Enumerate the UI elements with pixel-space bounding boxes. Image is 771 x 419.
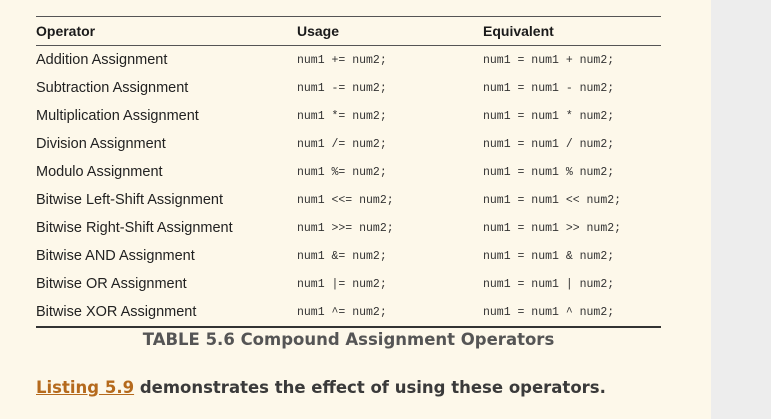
operator-cell: Bitwise AND Assignment: [36, 248, 195, 264]
page-margin-band: [711, 0, 771, 419]
usage-cell: num1 -= num2;: [297, 81, 387, 95]
paragraph-text: demonstrates the effect of using these o…: [134, 378, 606, 397]
compound-assignment-table: Operator Usage Equivalent Addition Assig…: [36, 16, 661, 328]
usage-cell: num1 %= num2;: [297, 165, 387, 179]
operator-cell: Bitwise OR Assignment: [36, 276, 187, 292]
table-row: Division Assignment num1 /= num2; num1 = n…: [36, 130, 661, 158]
operator-cell: Division Assignment: [36, 136, 166, 152]
table-row: Modulo Assignment num1 %= num2; num1 = num…: [36, 158, 661, 186]
table-row: Bitwise OR Assignment num1 |= num2; num1 =…: [36, 270, 661, 298]
usage-cell: num1 &= num2;: [297, 249, 387, 263]
table-row: Subtraction Assignment num1 -= num2; num1 …: [36, 74, 661, 102]
usage-cell: num1 <<= num2;: [297, 193, 394, 207]
header-operator: Operator: [36, 23, 96, 39]
table-row: Addition Assignment num1 += num2; num1 = n…: [36, 46, 661, 75]
usage-cell: num1 >>= num2;: [297, 221, 394, 235]
usage-cell: num1 *= num2;: [297, 109, 387, 123]
equivalent-cell: num1 = num1 % num2;: [483, 165, 615, 179]
listing-link[interactable]: Listing 5.9: [36, 378, 135, 397]
operator-cell: Bitwise Right-Shift Assignment: [36, 220, 233, 236]
table-caption-title: Compound Assignment Operators: [240, 330, 555, 349]
operator-cell: Multiplication Assignment: [36, 108, 199, 124]
operator-cell: Modulo Assignment: [36, 164, 163, 180]
table-row: Bitwise Right-Shift Assignment num1 >>= n…: [36, 214, 661, 242]
table-row: Bitwise Left-Shift Assignment num1 <<= nu…: [36, 186, 661, 214]
usage-cell: num1 += num2;: [297, 53, 387, 67]
table-row: Multiplication Assignment num1 *= num2; nu…: [36, 102, 661, 130]
operator-cell: Addition Assignment: [36, 52, 168, 68]
table-row: Bitwise XOR Assignment num1 ^= num2; num1 …: [36, 298, 661, 327]
equivalent-cell: num1 = num1 >> num2;: [483, 221, 622, 235]
equivalent-cell: num1 = num1 & num2;: [483, 249, 615, 263]
operator-cell: Bitwise XOR Assignment: [36, 304, 197, 320]
equivalent-cell: num1 = num1 << num2;: [483, 193, 622, 207]
operator-cell: Bitwise Left-Shift Assignment: [36, 192, 223, 208]
equivalent-cell: num1 = num1 | num2;: [483, 277, 615, 291]
usage-cell: num1 ^= num2;: [297, 305, 387, 319]
equivalent-cell: num1 = num1 - num2;: [483, 81, 615, 95]
operators-table-container: Operator Usage Equivalent Addition Assig…: [36, 16, 661, 328]
body-paragraph: Listing 5.9 demonstrates the effect of u…: [36, 378, 606, 397]
equivalent-cell: num1 = num1 * num2;: [483, 109, 615, 123]
table-row: Bitwise AND Assignment num1 &= num2; num1 …: [36, 242, 661, 270]
table-caption-label: TABLE 5.6: [142, 330, 235, 349]
equivalent-cell: num1 = num1 ^ num2;: [483, 305, 615, 319]
header-usage: Usage: [297, 23, 340, 39]
usage-cell: num1 |= num2;: [297, 277, 387, 291]
table-caption: TABLE 5.6 Compound Assignment Operators: [36, 330, 661, 349]
equivalent-cell: num1 = num1 / num2;: [483, 137, 615, 151]
equivalent-cell: num1 = num1 + num2;: [483, 53, 615, 67]
header-equivalent: Equivalent: [483, 23, 554, 39]
table-header-row: Operator Usage Equivalent: [36, 16, 661, 46]
usage-cell: num1 /= num2;: [297, 137, 387, 151]
operator-cell: Subtraction Assignment: [36, 80, 189, 96]
